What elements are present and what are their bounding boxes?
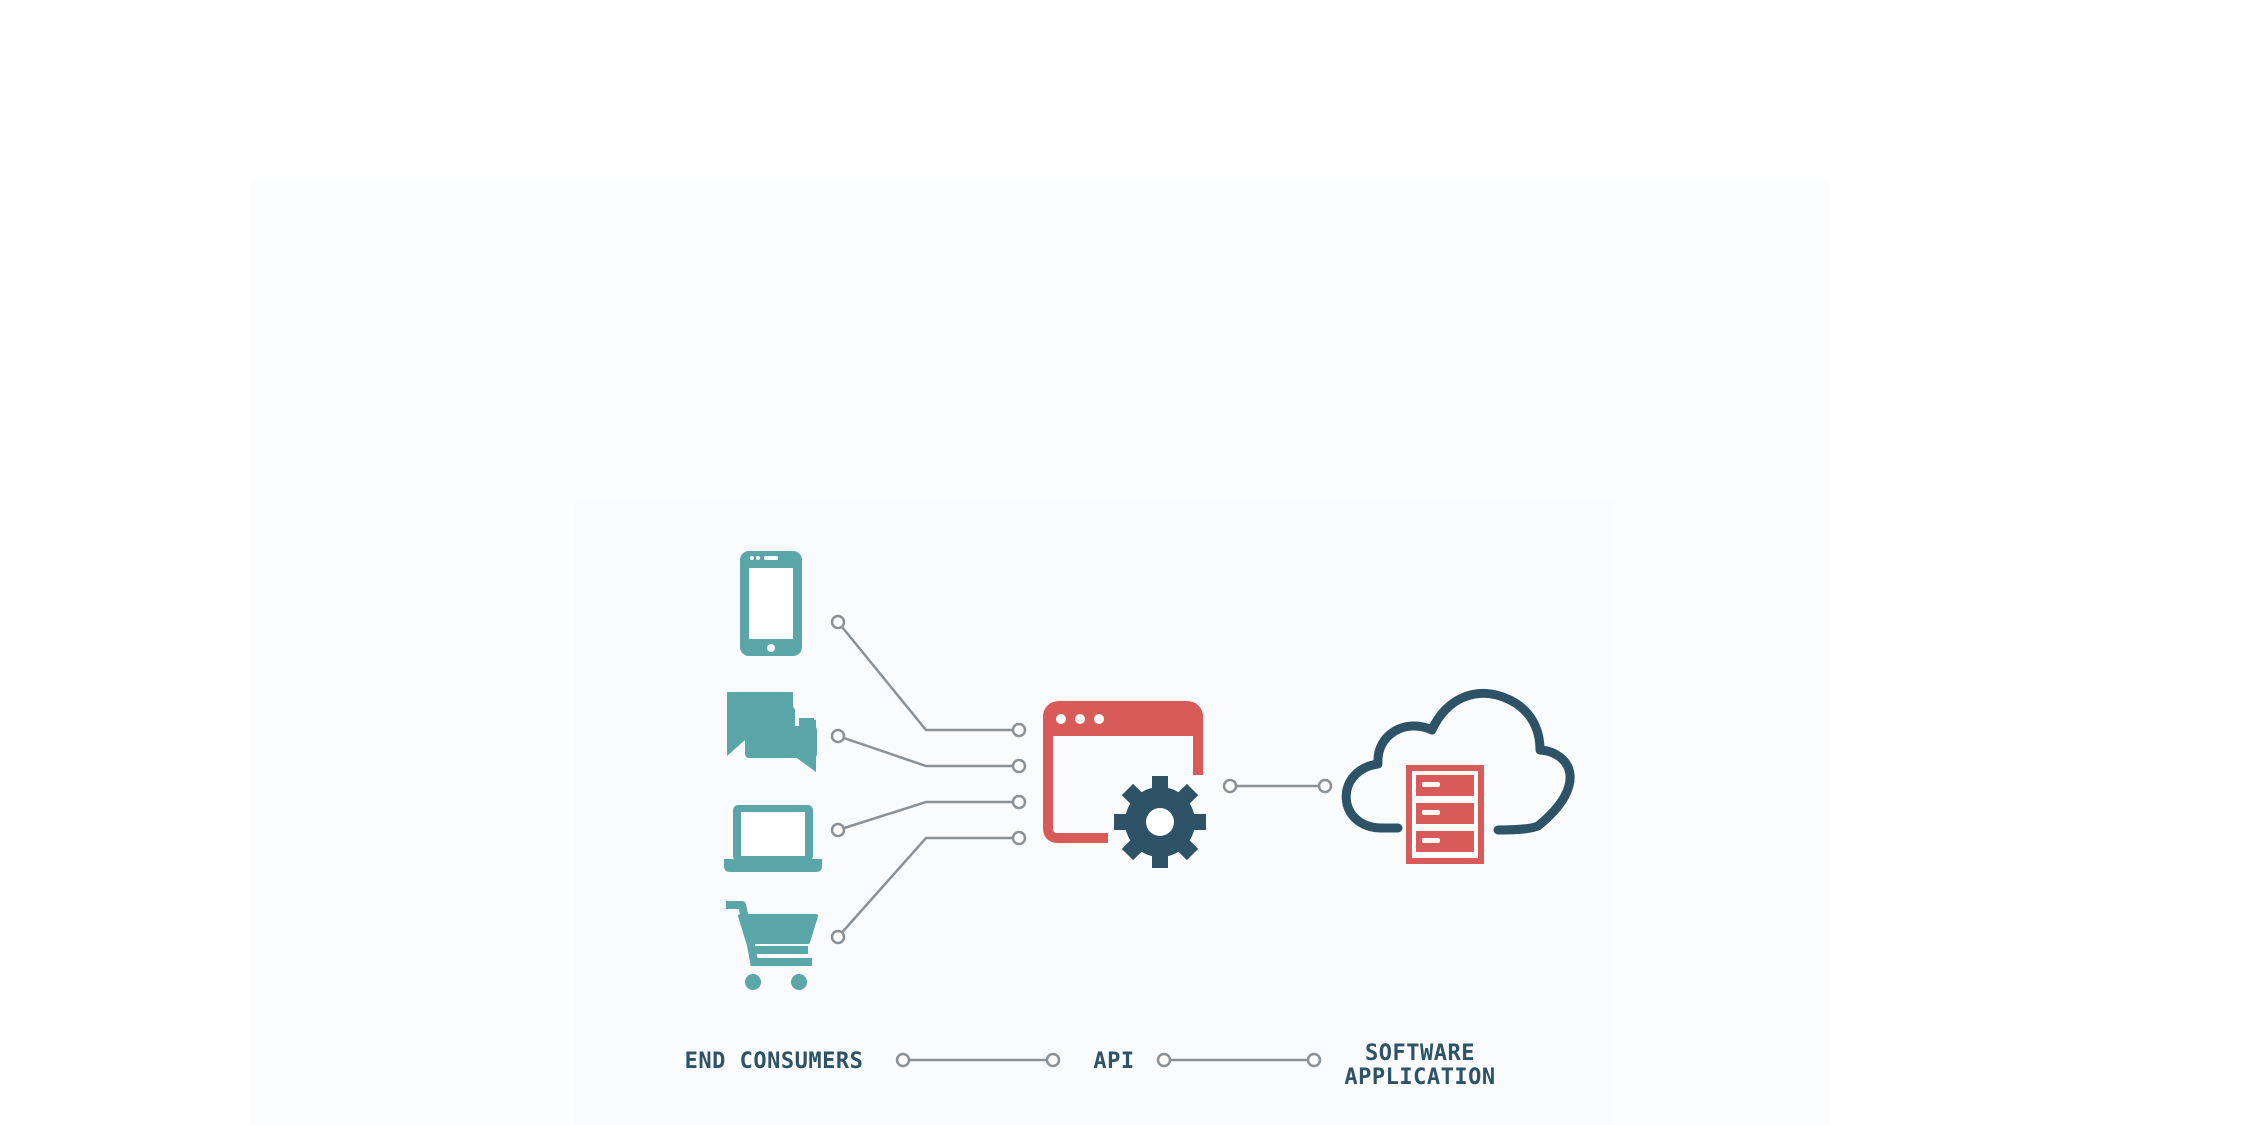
- api-software-connector: [1222, 778, 1333, 794]
- cloud-outline: [1341, 688, 1575, 835]
- browser-window-icon: [1043, 701, 1203, 843]
- server-icon: [1406, 765, 1484, 864]
- cloud-server-icon: [1341, 688, 1575, 864]
- smartphone-icon: [740, 551, 802, 656]
- label-software-line1: SOFTWARE: [1365, 1041, 1475, 1066]
- bottom-connector-left: [895, 1052, 1061, 1068]
- label-api: API: [1093, 1049, 1134, 1074]
- label-end-consumers: END CONSUMERS: [685, 1049, 864, 1074]
- label-software-line2: APPLICATION: [1344, 1065, 1495, 1090]
- consumer-connector-nodes: [830, 614, 1027, 945]
- chat-bubbles-icon: [727, 692, 817, 772]
- bottom-connector-right: [1156, 1052, 1322, 1068]
- browser-gear-icon: [1043, 701, 1206, 868]
- shopping-cart-icon: [726, 901, 818, 990]
- consumer-connectors: [837, 621, 1019, 938]
- gear-icon: [1114, 776, 1206, 868]
- laptop-icon: [724, 805, 822, 872]
